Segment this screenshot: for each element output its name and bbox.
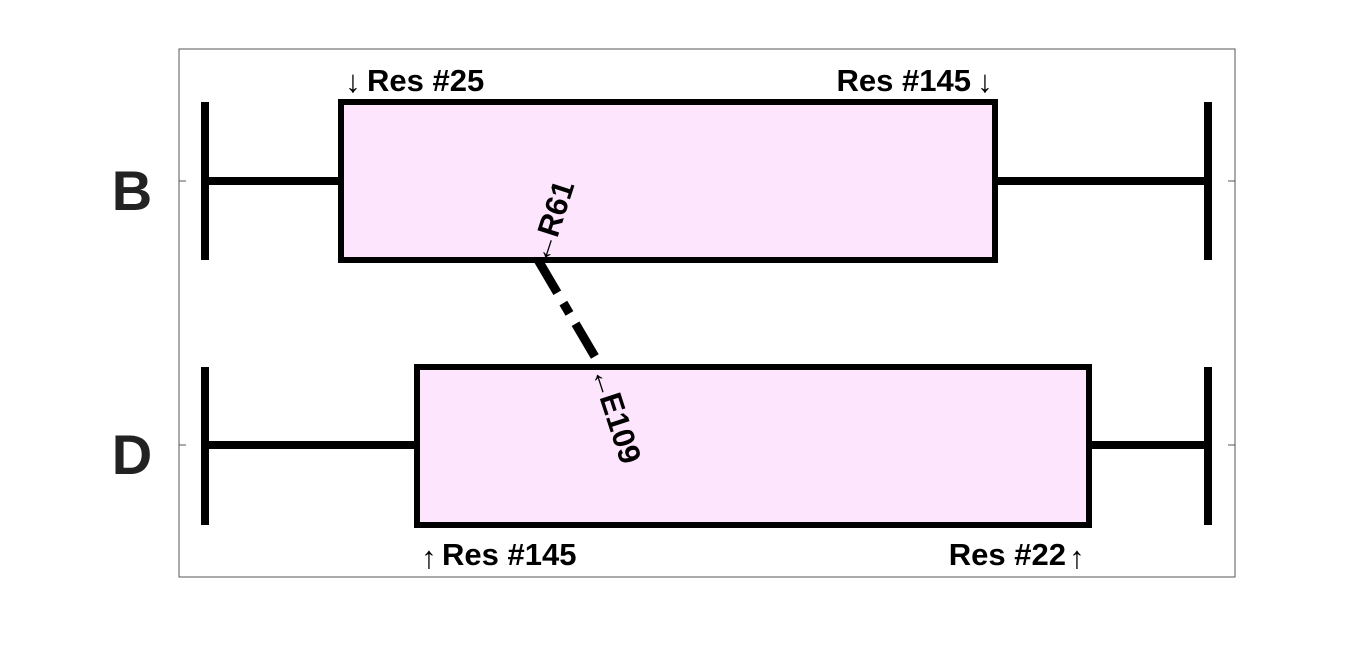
chain-b-box [338, 99, 998, 263]
chain-d-box [414, 364, 1092, 528]
chain-b-end-arrow: ↓ [977, 64, 993, 99]
chain-label-b: B [112, 159, 152, 222]
chain-d-end-label: Res #22 [949, 537, 1066, 572]
chain-d-start-label: Res #145 [442, 537, 576, 572]
contact-line [534, 257, 605, 370]
chain-b-start-arrow: ↓ [345, 64, 361, 99]
chain-label-d: D [112, 423, 152, 486]
chain-b-end-label: Res #145 [837, 63, 971, 98]
diagram-frame [178, 48, 1236, 578]
chain-b-start-label: Res #25 [367, 63, 484, 98]
chain-d-start-arrow: ↑ [421, 540, 437, 575]
chain-d-end-arrow: ↑ [1069, 540, 1085, 575]
